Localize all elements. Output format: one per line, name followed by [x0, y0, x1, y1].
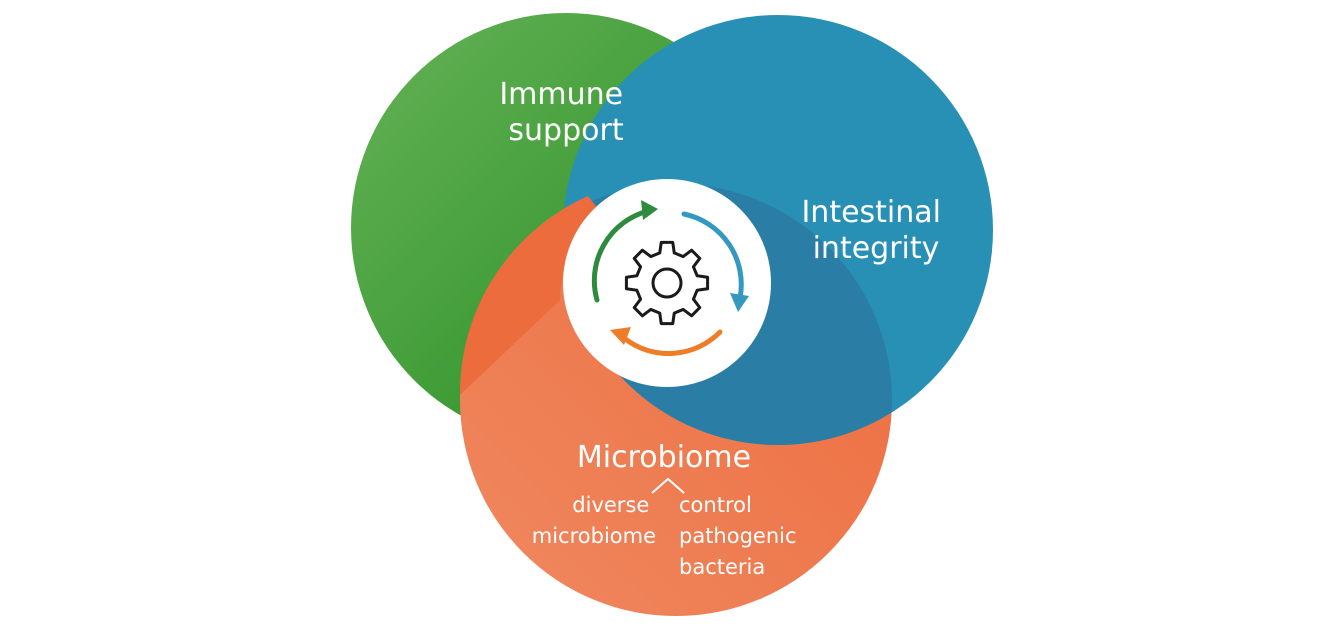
diverse-microbiome-label: diverse microbiome	[532, 493, 656, 548]
orange-arrowhead	[610, 327, 631, 345]
orange-arrow-icon	[621, 329, 723, 357]
branch-connector	[651, 477, 685, 494]
cycle-arrows	[591, 200, 749, 357]
intestinal-integrity-label: Intestinal integrity	[801, 195, 950, 266]
green-arrow-icon	[591, 208, 651, 303]
microbiome-title: Microbiome	[577, 440, 751, 475]
orange-overlap-band	[459, 196, 602, 395]
green-arrowhead	[641, 200, 658, 220]
gear-icon	[624, 240, 710, 326]
blue-arrowhead	[730, 293, 749, 312]
blue-arrow-icon	[681, 211, 744, 301]
immune-support-label: Immune support	[499, 77, 632, 148]
control-pathogenic-bacteria-label: control pathogenic bacteria	[679, 493, 803, 579]
